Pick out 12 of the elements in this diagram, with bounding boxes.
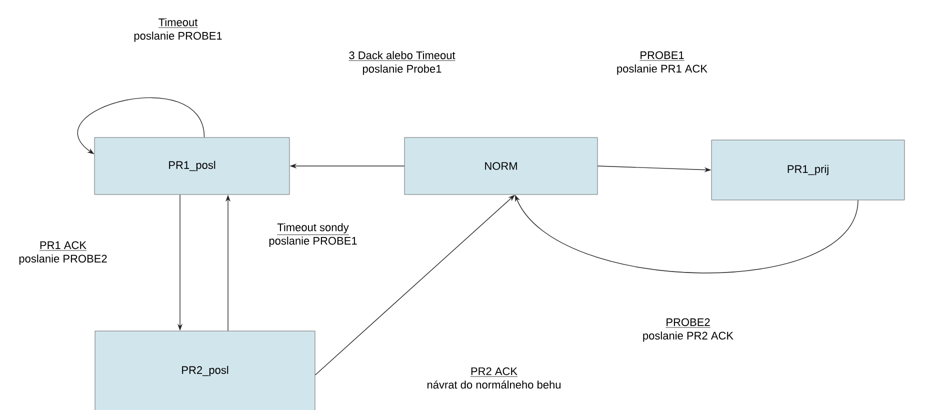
edge-label: Timeout poslanie PROBE1: [134, 18, 222, 42]
edge-label: PROBE1 poslanie PR1 ACK: [617, 51, 708, 75]
state-box: NORM: [404, 137, 598, 195]
edge-label: Timeout sondy poslanie PROBE1: [269, 223, 357, 247]
state-box: PR2_posl: [94, 330, 316, 410]
state-box: PR1_prij: [711, 140, 905, 200]
state-box: PR1_posl: [94, 137, 290, 195]
edge-label: PR2 ACK návrat do normálneho behu: [427, 367, 560, 389]
arrow: [77, 98, 205, 154]
edge-label: PROBE2 poslanie PR2 ACK: [643, 318, 734, 342]
edge-label: PR1 ACK poslanie PROBE2: [19, 241, 107, 265]
edge-label: 3 Dack alebo Timeout poslanie Probe1: [348, 51, 456, 75]
